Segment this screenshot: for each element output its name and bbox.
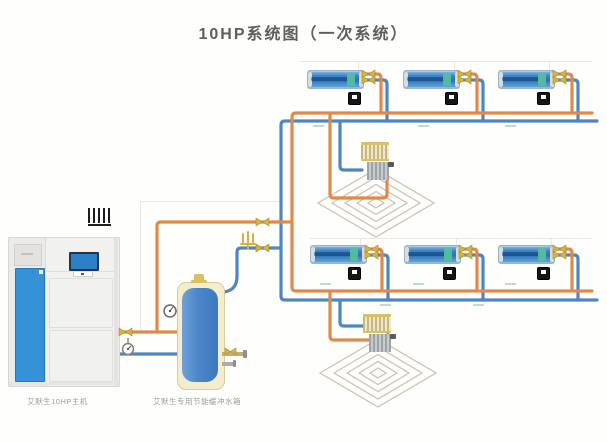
manifold-header	[363, 314, 391, 317]
wall-line	[140, 201, 281, 202]
ceiling-line-mid	[310, 238, 592, 239]
pipe-label-mark	[418, 125, 429, 127]
radiator-manifold	[363, 314, 396, 354]
supply-pipes	[114, 72, 594, 342]
cabinet-base	[9, 382, 119, 385]
cabinet-edge-shade	[114, 238, 118, 386]
fan-coil-unit	[307, 70, 364, 89]
thermostat-icon	[443, 267, 456, 280]
manifold-outlets	[367, 162, 389, 180]
buffer-tank-label: 艾默生专用节能缓冲水箱	[153, 397, 241, 406]
manifold-footer	[361, 159, 389, 161]
tank-top-cap	[194, 274, 204, 283]
manifold-valve-icon	[388, 162, 394, 167]
vent-base	[88, 224, 111, 226]
manifold-footer	[363, 331, 391, 333]
hanger-line	[456, 238, 457, 245]
tank-port-pipe	[222, 352, 244, 356]
tank-drain-pipe	[222, 362, 234, 366]
thermostat-icon	[348, 92, 361, 105]
fan-coil-unit	[403, 70, 460, 89]
pipe-label-mark	[413, 283, 424, 285]
manifold-slats	[361, 145, 389, 159]
pipe-label-mark	[313, 125, 324, 127]
diagram-title: 10HP系统图（一次系统）	[198, 26, 409, 43]
panel-seam	[47, 271, 117, 272]
hanger-line	[454, 61, 455, 70]
fan-coil-unit	[498, 70, 555, 89]
hanger-line	[358, 61, 359, 70]
radiator-manifold	[361, 142, 394, 182]
tank-drain-cap	[233, 360, 236, 367]
fan-coil-unit	[404, 245, 461, 264]
pipe-label-mark	[473, 304, 484, 306]
heat-pump-unit	[8, 237, 120, 387]
tank-port-cap	[243, 350, 247, 358]
vent-fins-icon	[88, 208, 111, 226]
floor-heating-coil	[316, 168, 436, 238]
buffer-tank	[177, 282, 225, 390]
pipe-label-mark	[380, 304, 391, 306]
vent-bars	[88, 208, 111, 223]
floor-heating-coil	[318, 338, 438, 408]
pipe-label-mark	[505, 283, 516, 285]
ceiling-line-top	[300, 61, 592, 62]
thermostat-icon	[445, 92, 458, 105]
manifold-outlets	[369, 334, 391, 352]
wall-line	[140, 202, 141, 332]
pipe-label-mark	[505, 125, 516, 127]
manifold-slats	[363, 317, 391, 331]
hanger-line	[551, 238, 552, 245]
heat-pump-blue-panel	[15, 268, 45, 382]
thermostat-icon	[348, 267, 361, 280]
front-panel-upper	[49, 278, 113, 328]
thermostat-icon	[537, 92, 550, 105]
buffer-tank-water-body	[182, 288, 218, 382]
hanger-line	[360, 238, 361, 245]
heat-pump-control-display	[69, 252, 99, 271]
heat-pump-label: 艾默生10HP主机	[27, 397, 88, 406]
fan-coil-unit	[498, 245, 555, 264]
return-pipes	[114, 78, 599, 356]
front-panel-lower	[49, 330, 113, 382]
pipe-label-mark	[320, 283, 331, 285]
hanger-line	[549, 61, 550, 70]
manifold-header	[361, 142, 389, 145]
manifold-valve-icon	[390, 334, 396, 339]
thermostat-icon	[537, 267, 550, 280]
heat-pump-top-vent-panel	[14, 244, 42, 266]
fan-coil-unit	[310, 245, 367, 264]
